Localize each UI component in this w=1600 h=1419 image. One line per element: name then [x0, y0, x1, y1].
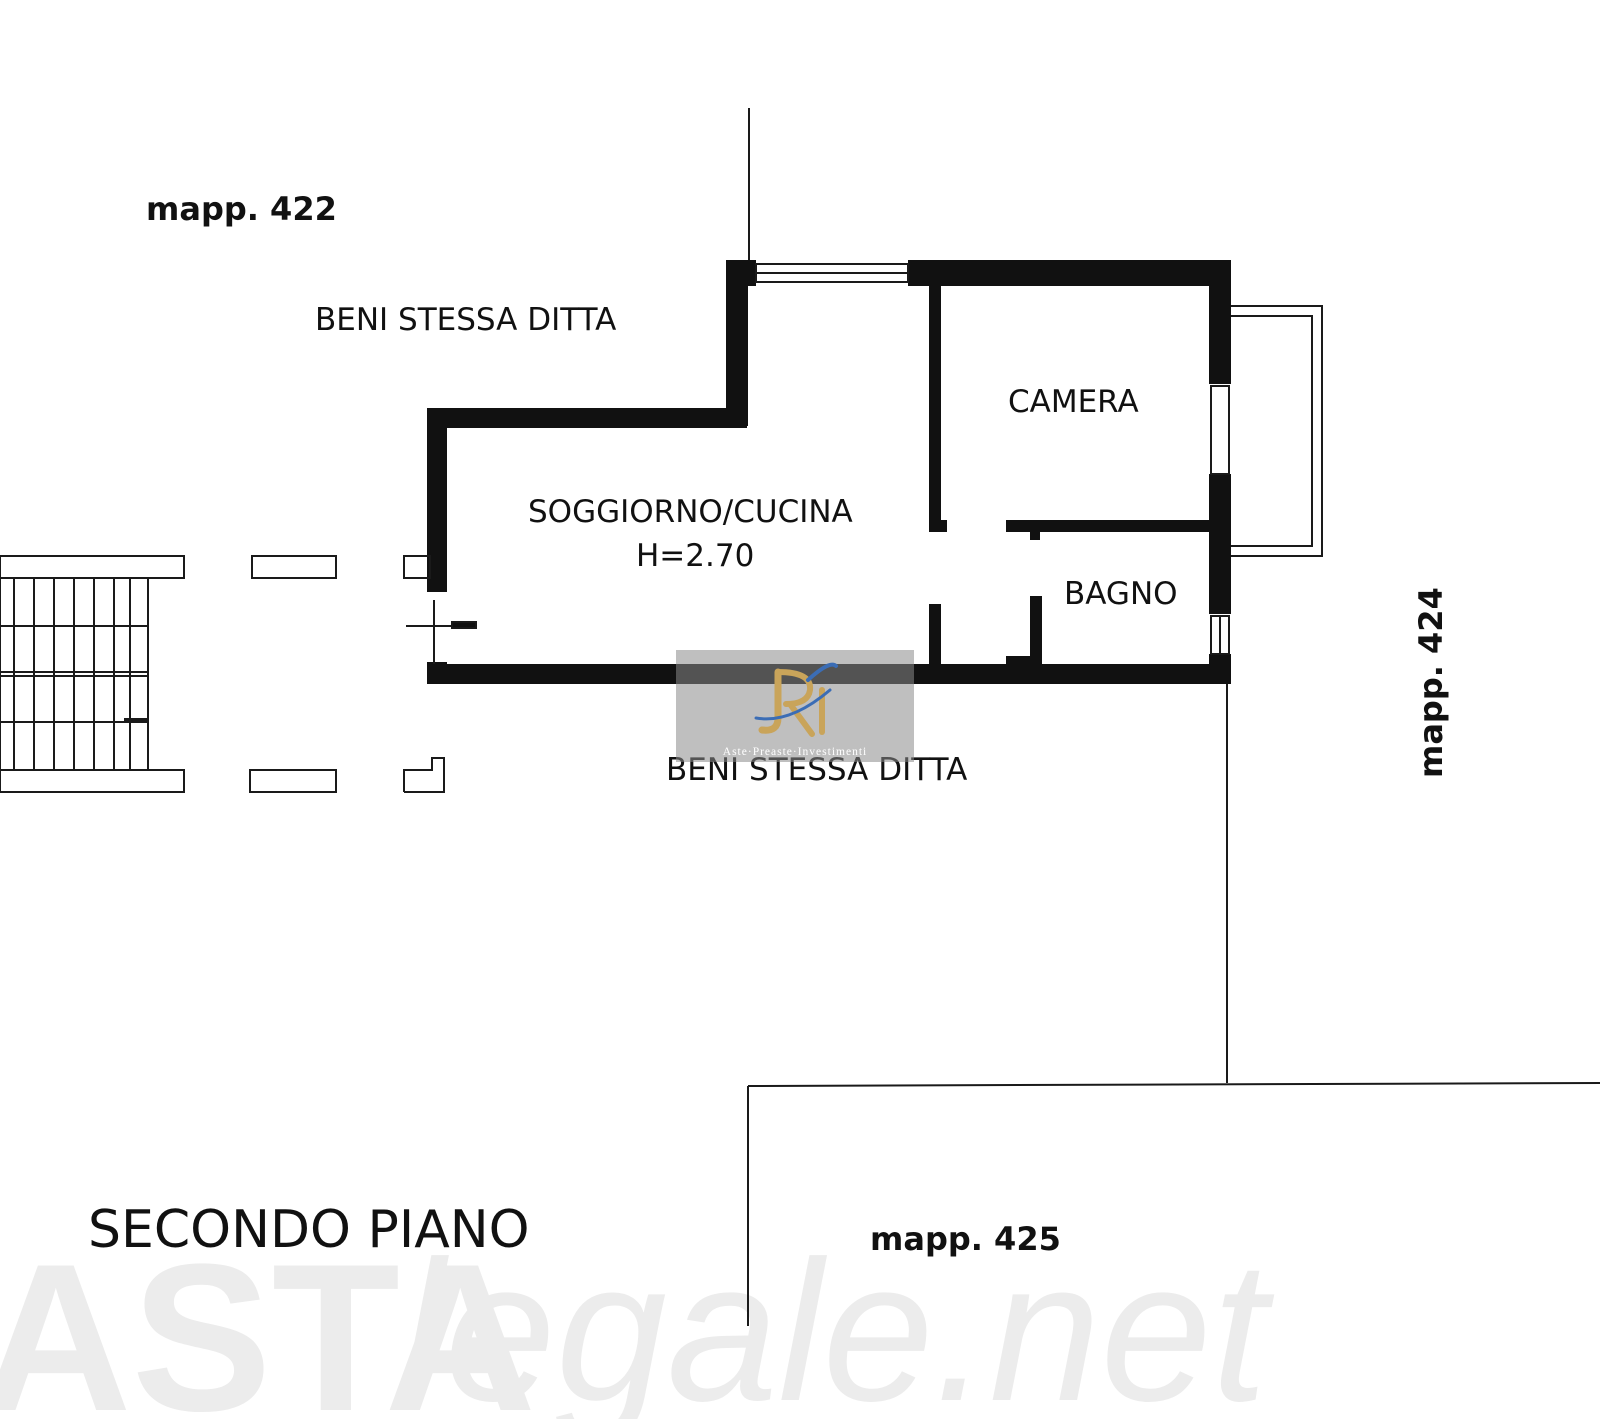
logo-caption: Aste·Preaste·Investimenti — [723, 746, 867, 758]
stair — [0, 577, 149, 771]
window-right — [1210, 385, 1230, 655]
labels: mapp. 422 BENI STESSA DITTA CAMERA SOGGI… — [88, 190, 1450, 1260]
mapp-424-label: mapp. 424 — [1412, 587, 1450, 778]
mapp-425-label: mapp. 425 — [870, 1220, 1061, 1258]
watermark: ASTA legale.net — [0, 1220, 1275, 1419]
watermark-italic-text: legale.net — [400, 1220, 1275, 1419]
secondo-piano-label: SECONDO PIANO — [88, 1200, 530, 1260]
window-top — [755, 263, 909, 283]
camera-label: CAMERA — [1008, 384, 1139, 420]
bagno-label: BAGNO — [1064, 576, 1178, 612]
mapp-422-label: mapp. 422 — [146, 190, 337, 228]
boundary-lines — [747, 108, 1600, 1326]
watermark-bold-text: ASTA — [0, 1220, 536, 1419]
logo: Aste·Preaste·Investimenti — [676, 650, 914, 762]
landing — [0, 555, 445, 793]
soggiorno-cucina-label: SOGGIORNO/CUCINA — [528, 494, 853, 530]
logo-mark — [754, 662, 838, 737]
entrance-door — [403, 555, 477, 664]
balcony — [1231, 305, 1323, 557]
height-label: H=2.70 — [636, 538, 754, 574]
beni-stessa-ditta-top-label: BENI STESSA DITTA — [315, 302, 616, 338]
